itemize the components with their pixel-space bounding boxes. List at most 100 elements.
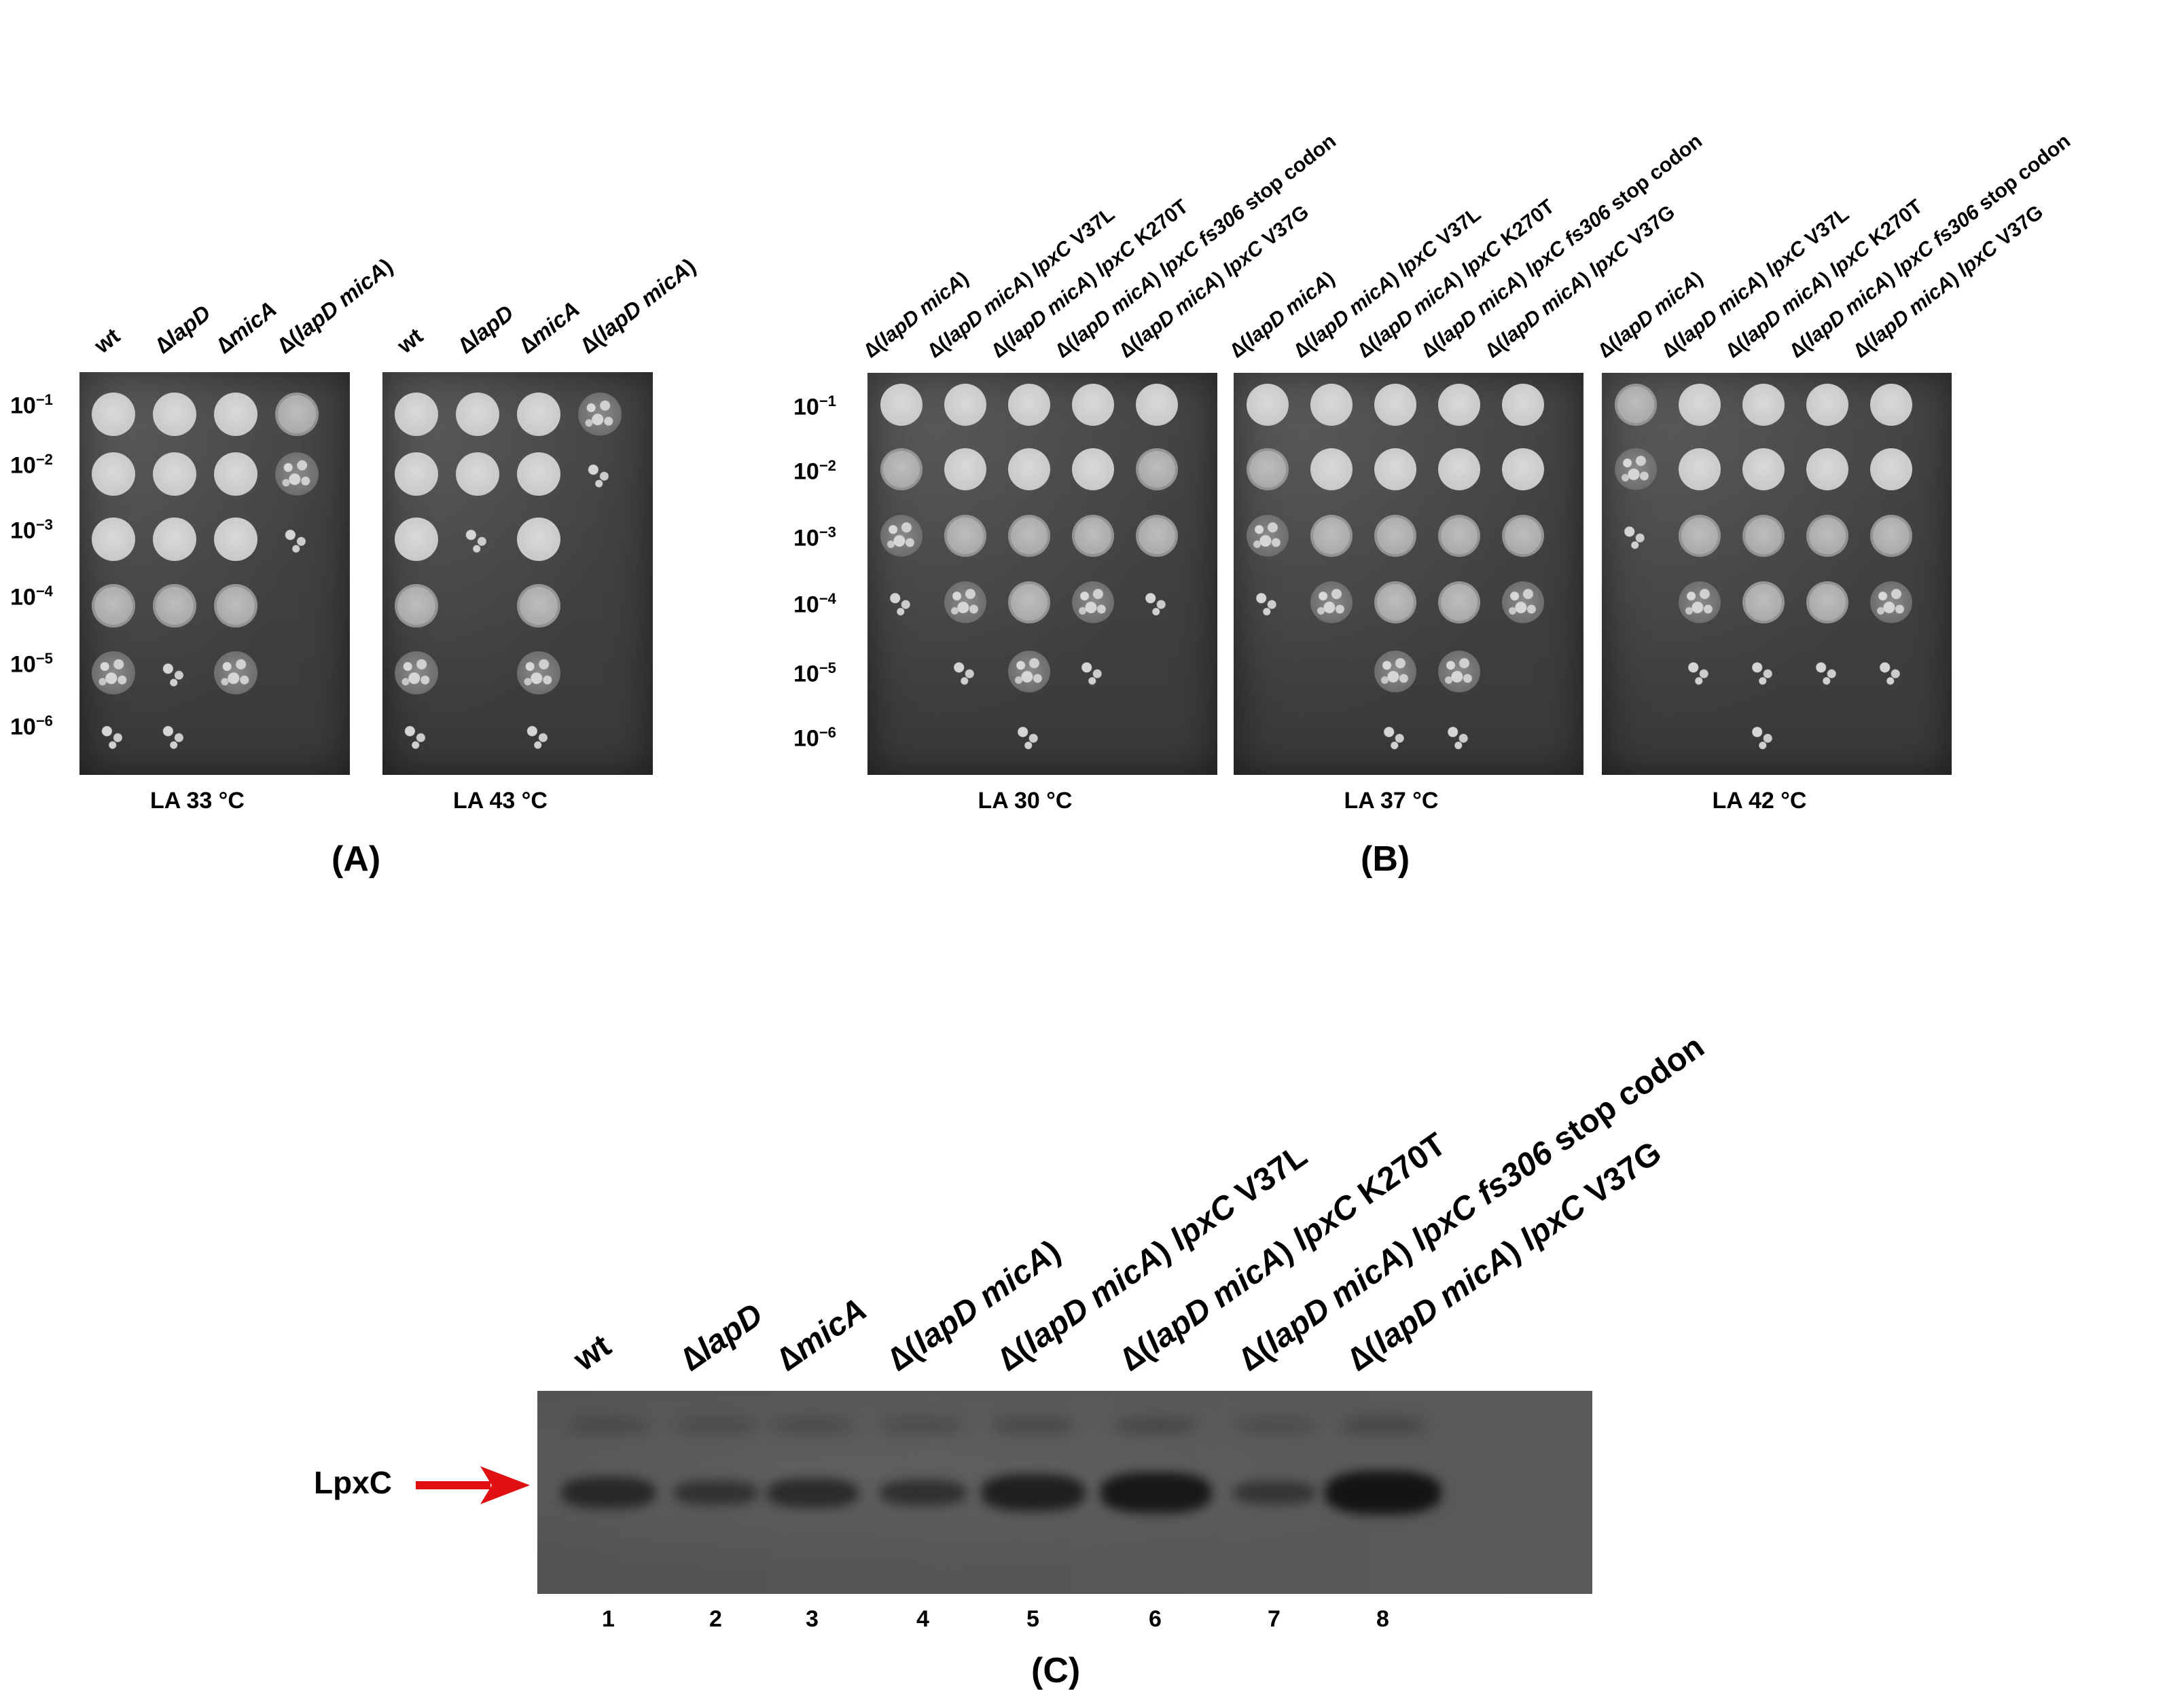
- colony-spot: [1502, 384, 1544, 426]
- colony-spot: [880, 515, 923, 557]
- colony-spot: [1247, 715, 1289, 757]
- label-part: V37L: [1221, 1138, 1314, 1218]
- colony-spot: [944, 715, 986, 757]
- colony-spot: [1502, 515, 1544, 557]
- colony-spot: [1136, 581, 1178, 623]
- panel-a-strain-label: wt: [90, 323, 125, 359]
- colony-spot: [275, 651, 319, 695]
- blot-ghost-band: [1234, 1418, 1315, 1433]
- colony-spot: [517, 393, 560, 436]
- colony-spot: [395, 452, 438, 496]
- colony-spot: [1806, 581, 1848, 623]
- panel-b-dilution-4: 10−4: [793, 590, 836, 618]
- panel-b-letter: (B): [1361, 839, 1410, 879]
- lane-number-4: 4: [916, 1606, 929, 1632]
- colony-spot: [1072, 448, 1114, 490]
- dilution-exponent: −1: [35, 391, 53, 408]
- colony-spot: [92, 651, 135, 695]
- colony-spot: [1679, 515, 1721, 557]
- arrow-head: [480, 1466, 530, 1504]
- colony-spot: [1615, 581, 1657, 623]
- colony-spot: [517, 517, 560, 561]
- dilution-exponent: −3: [819, 524, 836, 541]
- colony-spot: [1310, 515, 1353, 557]
- label-part: stop codon: [1969, 130, 2075, 219]
- colony-spot: [1008, 715, 1050, 757]
- colony-spot: [1742, 515, 1785, 557]
- dilution-base: 10: [10, 517, 36, 544]
- lpxc-band: [1100, 1472, 1211, 1513]
- colony-spot: [578, 714, 622, 757]
- colony-spot: [1438, 715, 1480, 757]
- colony-spot: [153, 393, 196, 436]
- lpxc-band: [561, 1477, 656, 1508]
- colony-spot: [1438, 384, 1480, 426]
- colony-spot: [1615, 651, 1657, 693]
- lane-number-8: 8: [1376, 1606, 1389, 1632]
- label-part: lapD micA: [289, 257, 392, 346]
- label-part: wt: [392, 323, 428, 359]
- panel-b-plate-3: [1602, 373, 1952, 775]
- plate-sheen: [1234, 373, 1583, 775]
- colony-spot: [92, 714, 135, 757]
- colony-spot: [1374, 651, 1416, 693]
- label-part: V37L: [1428, 202, 1486, 255]
- colony-spot: [1374, 515, 1416, 557]
- colony-spot: [275, 452, 319, 496]
- label-part: micA: [787, 1291, 874, 1367]
- dilution-base: 10: [793, 525, 819, 551]
- colony-spot: [1615, 384, 1657, 426]
- lane-number-5: 5: [1026, 1606, 1039, 1632]
- colony-spot: [1247, 651, 1289, 693]
- panel-a-strain-label: ∆(lapD micA): [273, 253, 398, 359]
- colony-spot: [1247, 581, 1289, 623]
- panel-c-letter: (C): [1031, 1651, 1081, 1690]
- colony-spot: [944, 581, 986, 623]
- colony-spot: [395, 393, 438, 436]
- dilution-exponent: −2: [35, 451, 53, 468]
- colony-spot: [1008, 515, 1050, 557]
- dilution-base: 10: [10, 393, 36, 419]
- colony-spot: [1072, 651, 1114, 693]
- colony-spot: [153, 584, 196, 628]
- lpxc-band: [1325, 1471, 1441, 1514]
- colony-spot: [1806, 515, 1848, 557]
- colony-spot: [1374, 448, 1416, 490]
- colony-spot: [1072, 581, 1114, 623]
- colony-spot: [275, 714, 319, 757]
- colony-spot: [880, 384, 923, 426]
- colony-spot: [1310, 651, 1353, 693]
- colony-spot: [944, 384, 986, 426]
- panel-a-dilution-3: 10−3: [10, 516, 53, 544]
- dilution-exponent: −4: [819, 590, 836, 607]
- panel-b-dilution-2: 10−2: [793, 457, 836, 485]
- colony-spot: [275, 584, 319, 628]
- panel-a-strain-label: ∆lapD: [454, 300, 519, 359]
- colony-spot: [1806, 715, 1848, 757]
- panel-b-dilution-3: 10−3: [793, 524, 836, 551]
- colony-spot: [214, 651, 257, 695]
- blot-ghost-band: [1342, 1418, 1424, 1433]
- panel-b-strain-label: ∆(lapD micA) lpxC fs306 stop codon: [1052, 130, 1341, 363]
- dilution-exponent: −4: [35, 583, 53, 600]
- colony-spot: [1072, 515, 1114, 557]
- label-part: wt: [567, 1328, 618, 1379]
- panel-a-dilution-1: 10−1: [10, 391, 53, 419]
- colony-spot: [275, 393, 319, 436]
- dilution-exponent: −6: [35, 712, 53, 729]
- colony-spot: [1502, 651, 1544, 693]
- colony-spot: [1742, 651, 1785, 693]
- panel-a-strain-label: ∆micA: [515, 296, 585, 359]
- panel-a-dilution-6: 10−6: [10, 712, 53, 740]
- colony-spot: [1742, 448, 1785, 490]
- colony-spot: [1870, 581, 1912, 623]
- colony-spot: [880, 581, 923, 623]
- colony-spot: [395, 584, 438, 628]
- label-part: K270T: [1344, 1126, 1453, 1218]
- lpxc-band: [1233, 1480, 1316, 1505]
- colony-spot: [578, 651, 622, 695]
- colony-spot: [1742, 581, 1785, 623]
- colony-spot: [1679, 651, 1721, 693]
- blot-lane-label-1: wt: [567, 1327, 617, 1379]
- panel-a-plate-caption-2: LA 43 °C: [453, 788, 548, 814]
